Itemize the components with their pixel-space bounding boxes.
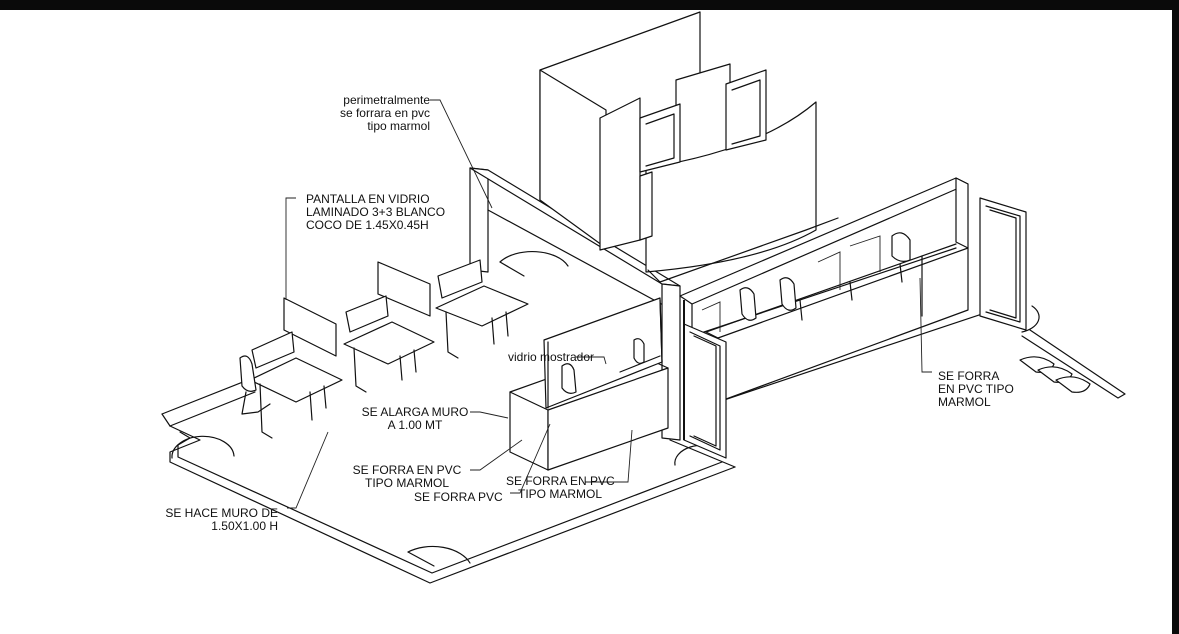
note-forra-pvc-left-line2: TIPO MARMOL [364, 476, 449, 490]
desk-workstation-3 [435, 259, 529, 359]
note-forra-right-line1: SE FORRA [938, 369, 1000, 383]
note-perimetral-line3: tipo marmol [367, 119, 430, 133]
note-alarga-muro: SE ALARGA MURO A 1.00 MT [360, 406, 470, 432]
center-door [683, 300, 727, 459]
note-forra-right-line2: EN PVC TIPO [938, 382, 1014, 396]
note-perimetral-line1: perimetralmente [343, 93, 430, 107]
frame-top-edge [0, 0, 1179, 10]
note-hace-muro: SE HACE MURO DE 1.50X1.00 H [160, 507, 278, 533]
desk-workstation-2 [343, 261, 435, 393]
reception-counter [509, 297, 669, 471]
note-hace-muro-line1: SE HACE MURO DE [165, 506, 278, 520]
note-forra-pvc-left: SE FORRA EN PVC TIPO MARMOL [346, 464, 468, 490]
office-chairs [561, 232, 911, 394]
note-forra-pvc-short-line1: SE FORRA PVC [414, 490, 503, 504]
note-alarga-muro-line1: SE ALARGA MURO [361, 405, 469, 419]
floor-slab [161, 299, 1126, 584]
note-perimetral: perimetralmente se forrara en pvc tipo m… [318, 94, 430, 133]
note-forra-pvc-left-line1: SE FORRA EN PVC [352, 463, 462, 477]
note-pantalla-vidrio: PANTALLA EN VIDRIO LAMINADO 3+3 BLANCO C… [306, 193, 456, 232]
tall-partition [469, 167, 681, 441]
leader-lines [285, 99, 932, 509]
note-pantalla-line3: COCO DE 1.45X0.45H [306, 218, 429, 232]
note-forra-pvc-mid-line1: SE FORRA EN PVC [506, 474, 615, 488]
note-vidrio-mostrador-line1: vidrio mostrador [508, 350, 595, 364]
frame-right-edge [1172, 0, 1179, 634]
note-forra-right-line3: MARMOL [938, 395, 991, 409]
note-forra-pvc-mid-line2: TIPO MARMOL [517, 487, 602, 501]
right-counter-wall [679, 177, 969, 403]
glass-screens [701, 235, 881, 332]
floor-mats [1019, 356, 1091, 393]
note-forra-pvc-short: SE FORRA PVC [414, 491, 503, 504]
note-forra-right: SE FORRA EN PVC TIPO MARMOL [938, 370, 1028, 409]
note-perimetral-line2: se forrara en pvc [339, 106, 430, 120]
note-pantalla-line2: LAMINADO 3+3 BLANCO [306, 205, 446, 219]
note-forra-pvc-mid: SE FORRA EN PVC TIPO MARMOL [506, 474, 615, 501]
note-pantalla-line1: PANTALLA EN VIDRIO [306, 192, 430, 206]
note-hace-muro-line2: 1.50X1.00 H [211, 519, 278, 533]
desk-workstation-1 [239, 297, 343, 439]
tall-box-structure [539, 11, 839, 283]
note-vidrio-mostrador: vidrio mostrador [508, 351, 594, 364]
right-standing-door [979, 197, 1027, 331]
note-alarga-muro-line2: A 1.00 MT [387, 418, 443, 432]
door-swings [171, 250, 1040, 567]
